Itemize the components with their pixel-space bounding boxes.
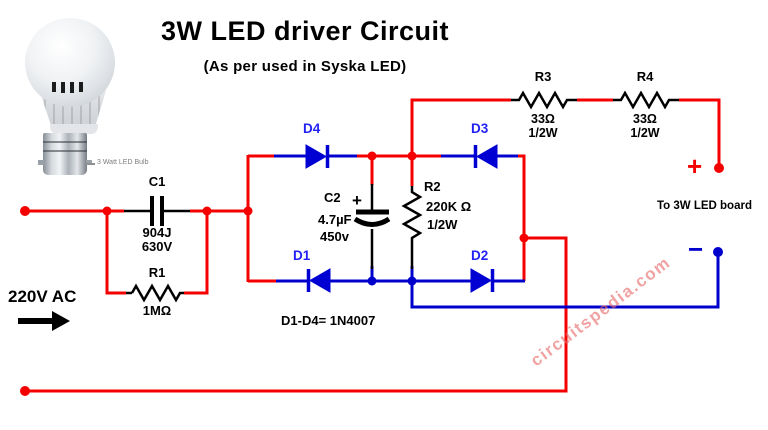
d3-ref-label: D3 — [471, 121, 489, 136]
bulb-metal-cap — [38, 133, 92, 175]
ac-arrow-icon — [18, 311, 70, 331]
r4-power-label: 1/2W — [630, 126, 660, 140]
bulb-caption: 3 Watt LED Bulb — [97, 159, 149, 166]
plus-terminal-label: + — [687, 151, 703, 181]
wires-dc-blue — [274, 154, 720, 309]
diode-d1-symbol — [306, 268, 331, 293]
bulb-vent — [61, 82, 65, 93]
r2-ref-label: R2 — [424, 179, 441, 194]
c1-ref-label: C1 — [148, 174, 166, 189]
r3-value-label: 33Ω — [531, 112, 555, 126]
led-bulb-image — [8, 10, 118, 178]
d1-ref-label: D1 — [293, 248, 311, 263]
diode-d3-symbol — [473, 144, 498, 169]
bulb-vent — [52, 82, 56, 92]
bulb-vent — [79, 82, 83, 92]
resistor-r4-symbol — [613, 90, 679, 110]
d4-ref-label: D4 — [303, 121, 321, 136]
resistor-r2-symbol — [401, 186, 423, 269]
cap-pin — [86, 160, 92, 165]
c2-value-label: 4.7µF — [318, 212, 352, 227]
junction-dots-red — [20, 151, 724, 396]
c1-value-label: 904J — [142, 225, 172, 240]
r1-value-label: 1MΩ — [142, 303, 172, 318]
diode-d2-symbol — [470, 268, 495, 293]
page-subtitle: (As per used in Syska LED) — [203, 58, 407, 75]
bulb-vent — [70, 82, 74, 93]
capacitor-c2-symbol — [353, 184, 391, 269]
c2-voltage-label: 450v — [320, 229, 349, 244]
d2-ref-label: D2 — [471, 248, 489, 263]
page-title: 3W LED driver Circuit — [160, 16, 450, 46]
r1-ref-label: R1 — [148, 265, 166, 280]
r3-power-label: 1/2W — [528, 126, 558, 140]
junction-dots-blue — [367, 247, 723, 286]
capacitor-c1-symbol — [124, 196, 190, 226]
diode-d4-symbol — [305, 144, 330, 169]
resistor-r3-symbol — [511, 90, 577, 110]
r4-ref-label: R4 — [636, 69, 654, 84]
bulb-neck — [50, 124, 98, 134]
resistor-r1-symbol — [126, 283, 184, 303]
bulb-dome — [25, 18, 115, 107]
minus-terminal-label: − — [688, 234, 704, 264]
bulb-caption-line — [86, 163, 95, 165]
c2-ref-label: C2 — [324, 190, 341, 205]
c1-voltage-label: 630V — [141, 239, 173, 254]
diode-note-label: D1-D4= 1N4007 — [281, 313, 376, 328]
cap-pin — [38, 160, 44, 165]
r2-power-label: 1/2W — [427, 217, 458, 232]
r4-value-label: 33Ω — [633, 112, 657, 126]
r2-value-label: 220K Ω — [426, 199, 472, 214]
output-board-label: To 3W LED board — [657, 200, 752, 212]
r3-ref-label: R3 — [534, 69, 552, 84]
ac-source-label: 220V AC — [8, 287, 77, 306]
c2-polarity-label: + — [352, 191, 362, 210]
